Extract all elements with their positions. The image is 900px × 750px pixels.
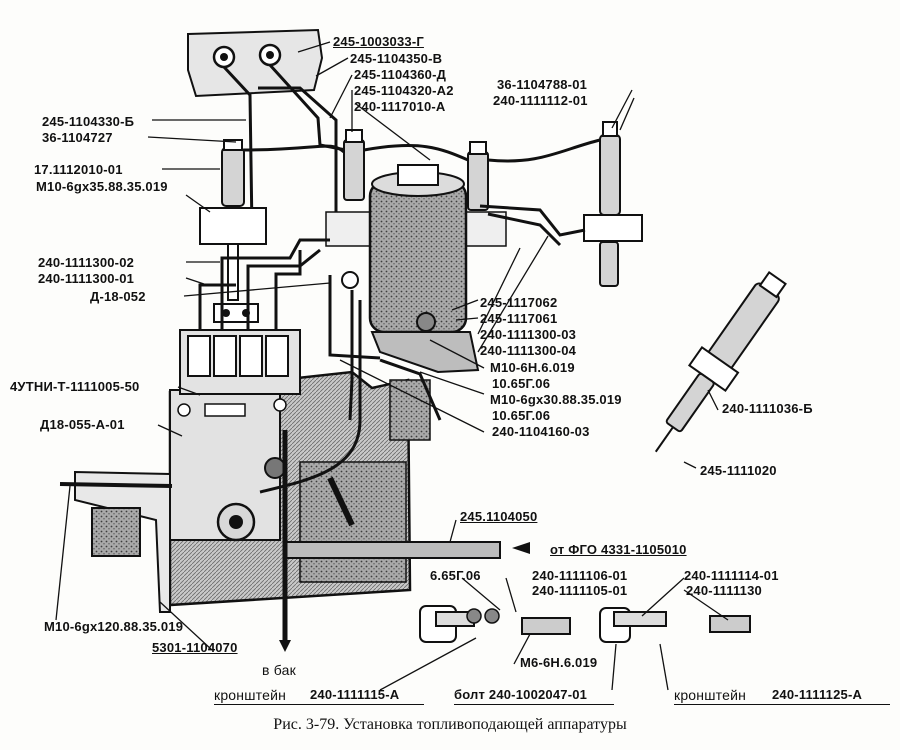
pump-sections — [179, 303, 301, 395]
part-label-36: 5301-1104070 — [152, 640, 238, 655]
right-injector-installed — [583, 121, 643, 287]
part-label-24: 240-1104160-03 — [492, 424, 590, 439]
part-label-28: 245.1104050 — [460, 509, 538, 524]
pump-drive — [59, 470, 173, 613]
part-label-23: 4УТНИ-Т-1111005-50 — [10, 379, 140, 394]
underline-left — [214, 704, 424, 705]
injection-pump-body — [168, 370, 431, 607]
part-label-30: 6.65Г.06 — [430, 568, 481, 583]
part-label-37: М6-6Н.6.019 — [520, 655, 598, 670]
part-label-34: 240-1111130 — [686, 583, 762, 598]
underline-mid — [454, 704, 614, 705]
part-label-19: М10-6Н.6.019 — [490, 360, 575, 375]
high-pressure-lines — [198, 138, 601, 421]
bracket-word-left: кронштейн — [214, 687, 287, 703]
part-label-22: 10.65Г.06 — [492, 408, 551, 423]
bracket-set — [419, 605, 751, 643]
part-label-11: М10-6gх35.88.35.019 — [36, 179, 168, 194]
part-label-41: болт 240-1002047-01 — [454, 687, 588, 702]
part-label-15: 245-1117062 — [480, 295, 558, 310]
part-label-1: 245-1003033-Г — [333, 34, 424, 49]
part-label-16: 245-1117061 — [480, 311, 558, 326]
part-label-6: 36-1104788-01 — [497, 77, 588, 92]
part-label-13: 240-1111300-01 — [38, 271, 135, 286]
drain-arrow — [279, 640, 291, 652]
fuel-filter — [341, 164, 480, 374]
supply-pipe — [283, 541, 501, 559]
part-label-21: М10-6gх30.88.35.019 — [490, 392, 622, 407]
part-label-20: 10.65Г.06 — [492, 376, 551, 391]
left-injector — [199, 139, 267, 301]
part-label-33: 240-1111114-01 — [684, 568, 779, 583]
figure-caption: Рис. 3-79. Установка топливоподающей апп… — [273, 716, 627, 733]
part-label-8: 245-1104330-Б — [42, 114, 135, 129]
part-label-5: 240-1117010-А — [354, 99, 446, 114]
part-label-26: 240-1111036-Б — [722, 401, 813, 416]
connector-block — [187, 28, 324, 98]
return-line — [259, 300, 442, 494]
part-label-18: 240-1111300-04 — [480, 343, 577, 358]
bracket-word-right: кронштейн — [674, 687, 747, 703]
part-label-10: 17.1112010-01 — [34, 162, 123, 177]
loose-injector — [654, 270, 787, 453]
underline-right — [674, 704, 890, 705]
part-label-14: Д-18-052 — [90, 289, 146, 304]
part-label-4: 245-1104320-А2 — [354, 83, 454, 98]
leader-lines — [55, 41, 729, 691]
part-label-9: 36-1104727 — [42, 130, 113, 145]
part-label-31: 240-1111106-01 — [532, 568, 628, 583]
part-label-35: М10-6gх120.88.35.019 — [44, 619, 184, 634]
part-label-25: Д18-055-А-01 — [40, 417, 125, 432]
part-label-2: 245-1104350-В — [350, 51, 443, 66]
part-label-40: 240-1111115-А — [310, 687, 400, 702]
part-label-17: 240-1111300-03 — [480, 327, 577, 342]
part-label-29: от ФГО 4331-1105010 — [550, 542, 687, 557]
feed-arrow — [512, 542, 530, 554]
part-label-32: 240-1111105-01 — [532, 583, 628, 598]
part-label-43: 240-1111125-А — [772, 687, 863, 702]
part-label-3: 245-1104360-Д — [354, 67, 447, 82]
part-label-12: 240-1111300-02 — [38, 255, 135, 270]
part-label-38: в бак — [262, 662, 296, 678]
part-label-7: 240-1111112-01 — [493, 93, 588, 108]
part-label-27: 245-1111020 — [700, 463, 777, 478]
